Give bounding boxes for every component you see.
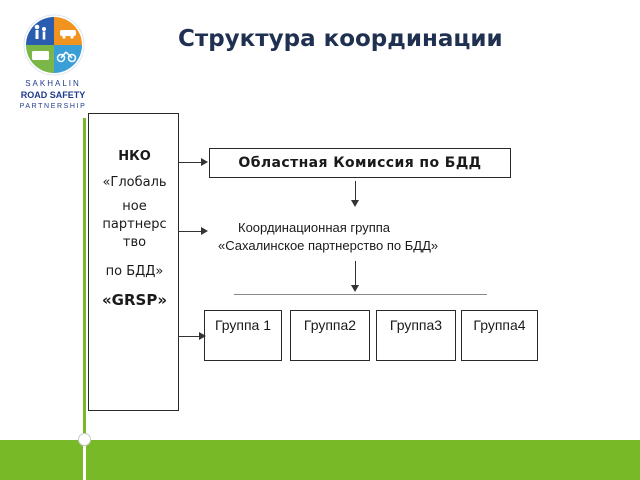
group-box-4: Группа4 — [461, 310, 538, 361]
logo-text-partnership: PARTNERSHIP — [19, 103, 87, 110]
left-accent-line — [83, 118, 86, 440]
logo-text-sakhalin: SAKHALIN — [25, 79, 81, 88]
connector-ngo-commission — [179, 162, 201, 163]
ngo-line-5: тво — [122, 235, 147, 250]
arrow-to-groups — [199, 332, 206, 340]
arrow-to-coordination-down — [351, 200, 359, 207]
ngo-line-2: «Глобаль — [102, 175, 167, 190]
connector-ngo-coordination — [179, 231, 201, 232]
footer-gap — [83, 446, 86, 480]
ngo-line-3: ное — [122, 199, 147, 214]
ngo-line-4: партнерс — [102, 217, 167, 232]
group-box-3: Группа3 — [376, 310, 456, 361]
ngo-line-7: «GRSP» — [101, 291, 168, 309]
logo-text-road-safety: ROAD SAFETY — [20, 90, 86, 100]
logo-icon — [23, 14, 85, 76]
footer-bar — [0, 440, 640, 480]
ngo-line-1: НКО — [118, 149, 151, 164]
group-box-2: Группа2 — [290, 310, 370, 361]
groups-separator — [234, 294, 487, 295]
arrow-to-coordination — [201, 227, 208, 235]
ngo-line-6: по БДД» — [105, 264, 164, 279]
connector-ngo-groups — [179, 336, 199, 337]
arrow-to-commission — [201, 158, 208, 166]
coordination-line-2: «Сахалинское партнерство по БДД» — [218, 238, 439, 253]
group-box-1: Группа 1 — [204, 310, 282, 361]
ngo-box: НКО «Глобаль ное партнерс тво по БДД» «G… — [88, 113, 179, 411]
page-title: Структура координации — [178, 26, 503, 52]
connector-coordination-groups — [355, 261, 356, 286]
timeline-dot — [78, 433, 91, 446]
commission-box: Областная Комиссия по БДД — [209, 148, 511, 178]
coordination-line-1: Координационная группа — [238, 220, 391, 235]
arrow-to-groups-down — [351, 285, 359, 292]
connector-commission-coordination — [355, 181, 356, 201]
